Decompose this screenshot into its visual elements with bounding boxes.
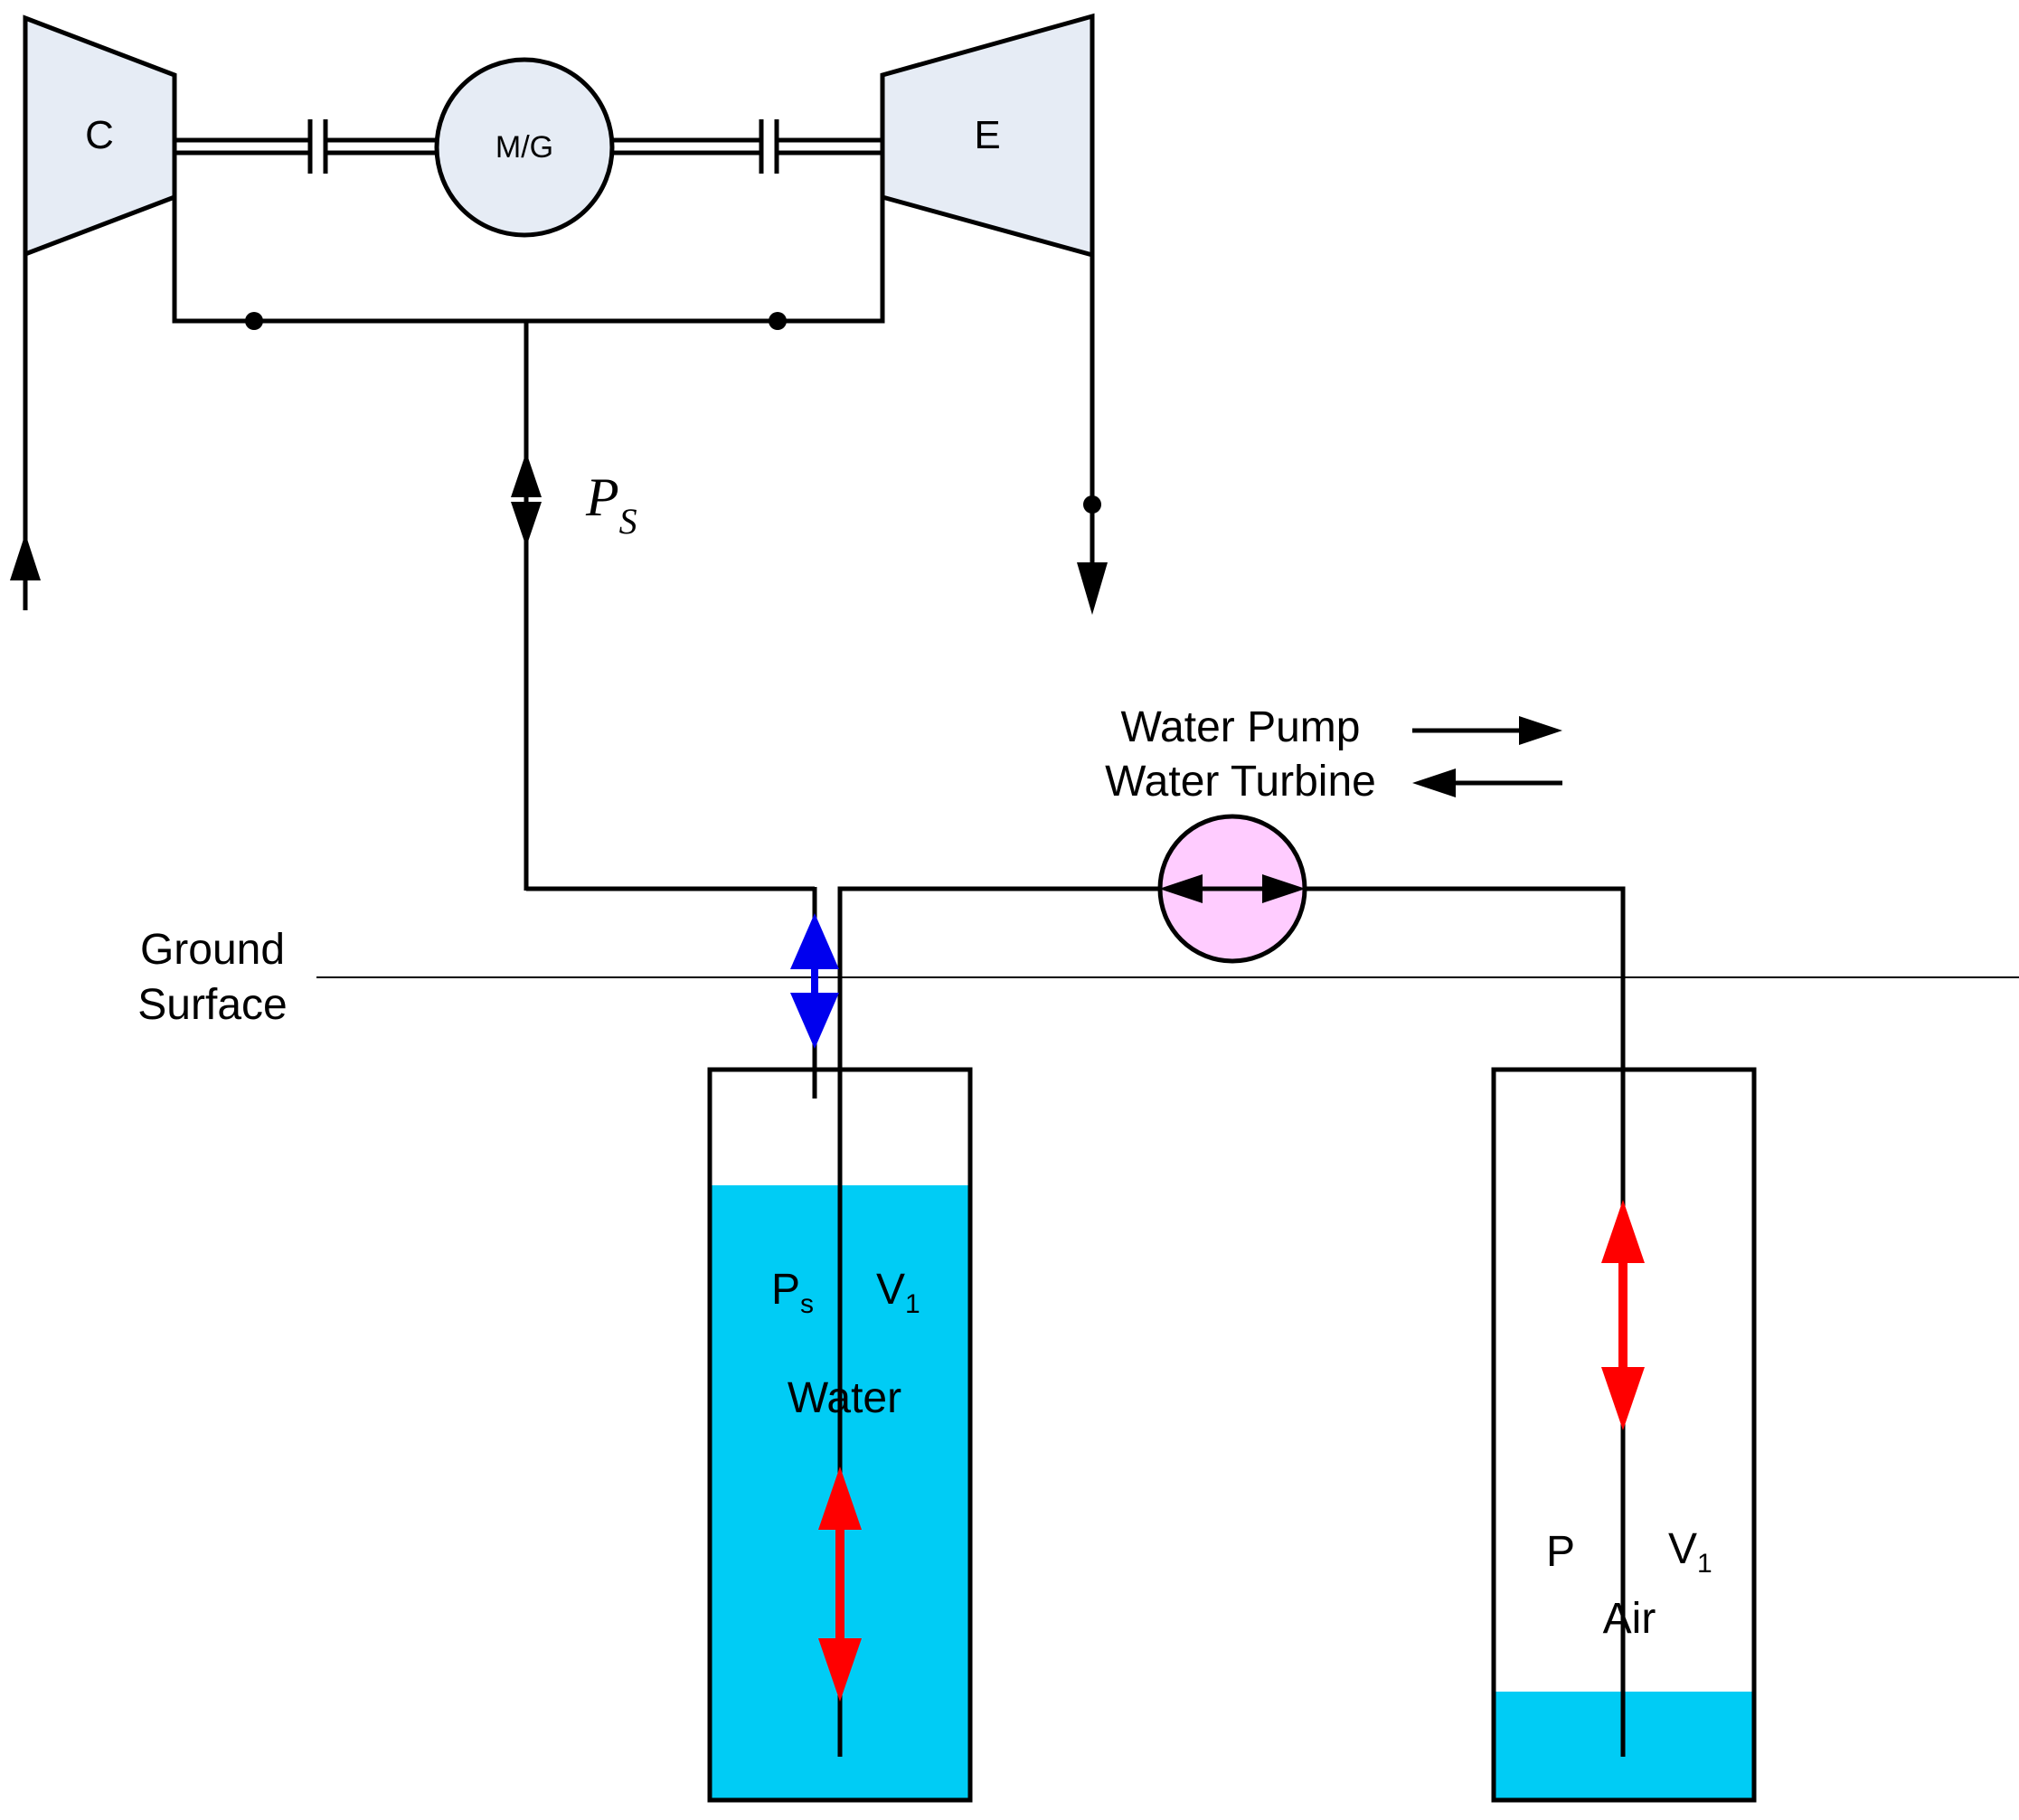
pump-turbine-arrow-icon [1159,874,1306,903]
motor-generator-label: M/G [495,130,553,165]
ground-surface-label-line1: Ground [140,926,285,974]
motor-generator [434,57,615,238]
left-medium-label: Water [788,1374,901,1422]
right-volume-label: V1 [1668,1525,1712,1579]
right-water-flow-arrow-icon [1601,1200,1645,1430]
ps-up-arrow-icon [511,452,542,497]
legend-turbine-label: Water Turbine [1105,758,1376,806]
inlet-arrow-icon [10,533,41,580]
ground-surface-label-line2: Surface [137,981,287,1029]
storage-pressure-label: PS [585,467,637,542]
right-pressure-label: P [1546,1528,1575,1576]
exhaust-arrow-icon [1077,562,1108,615]
valve-dot-right [769,312,787,330]
valve-dot-left [245,312,263,330]
left-volume-label: V1 [876,1266,920,1319]
right-medium-label: Air [1603,1595,1656,1643]
legend-pump-arrow-icon [1412,716,1562,745]
air-inlet-arrow-icon [790,913,839,1049]
legend-pump-label: Water Pump [1121,703,1361,751]
legend-turbine-arrow-icon [1412,769,1562,797]
shaft-left [175,119,436,174]
valve-dot-exhaust [1083,495,1101,514]
ps-down-arrow-icon [511,502,542,547]
compressor-label: C [85,113,114,157]
left-water-flow-arrow-icon [818,1466,862,1702]
expander-label: E [974,113,1000,157]
left-pressure-label: Ps [771,1266,814,1319]
shaft-right [612,119,882,174]
